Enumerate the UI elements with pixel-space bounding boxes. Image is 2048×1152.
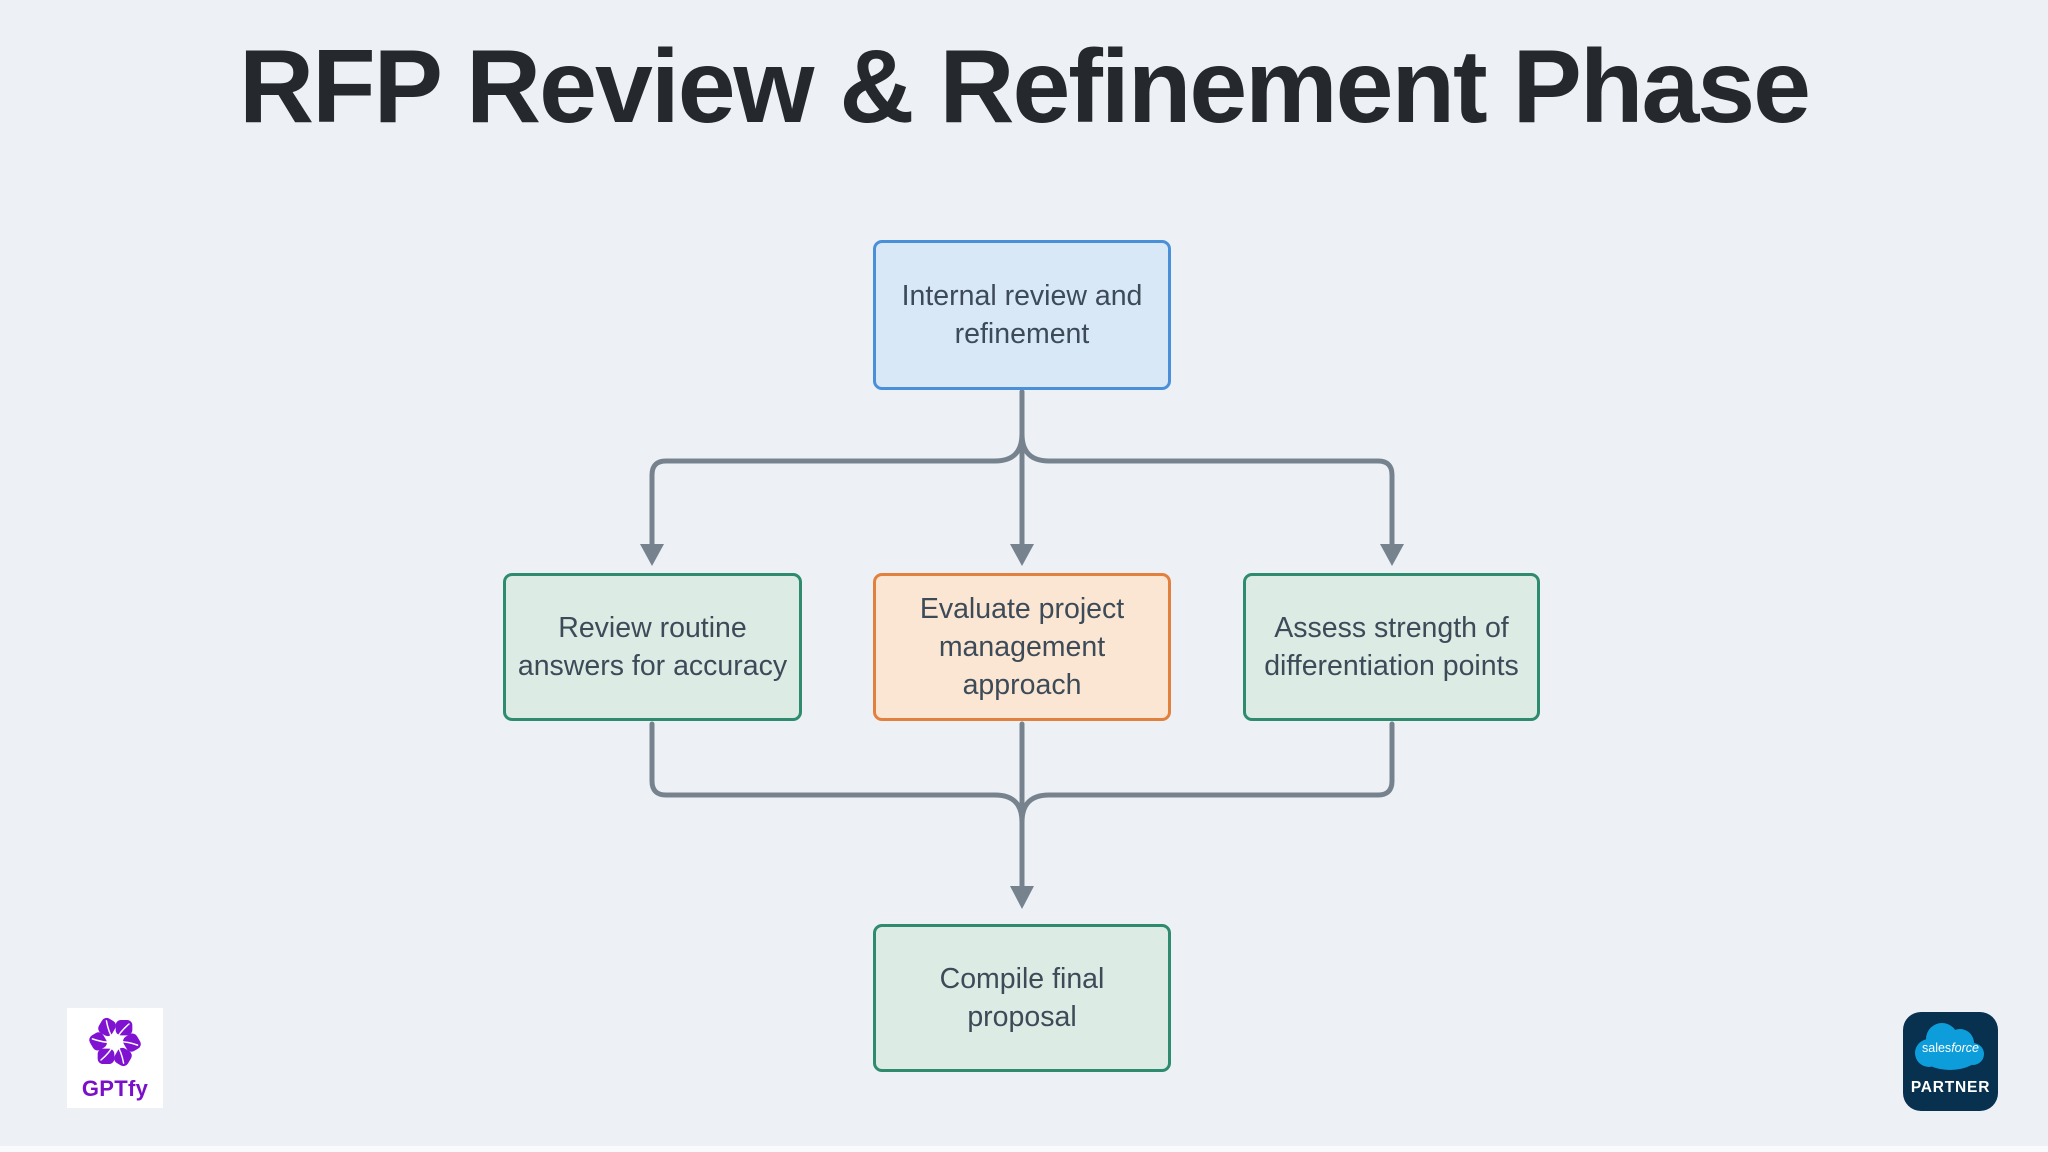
- node-internal-review-label: Internal review and refinement: [901, 280, 1143, 350]
- connector-top-to-right-branch: [1019, 389, 1395, 549]
- gptfy-pinwheel-icon: [87, 1014, 143, 1075]
- gptfy-wordmark: GPTfy: [81, 1076, 149, 1101]
- arrowhead-left-icon: [640, 544, 664, 566]
- partner-label: PARTNER: [1910, 1079, 1991, 1096]
- node-review-routine-answers: Review routine answers for accuracy: [503, 573, 802, 721]
- gptfy-logo: GPTfy: [67, 1008, 163, 1108]
- arrowhead-bottom-icon: [1010, 886, 1034, 909]
- page-title: RFP Review & Refinement Phase: [239, 29, 1811, 145]
- salesforce-cloud-icon: salesforce: [1912, 1021, 1990, 1077]
- connector-right-to-merge: [1019, 721, 1395, 825]
- connector-top-to-left-branch: [649, 389, 1025, 549]
- bottom-edge-strip: [0, 1146, 2048, 1152]
- salesforce-wordmark: salesforce: [1922, 1041, 1979, 1055]
- node-review-routine-answers-label: Review routine answers for accuracy: [517, 612, 788, 682]
- arrowhead-right-icon: [1380, 544, 1404, 566]
- node-internal-review: Internal review and refinement: [873, 240, 1171, 390]
- arrowhead-center-icon: [1010, 544, 1034, 566]
- node-compile-final-proposal-label: Compile final proposal: [939, 963, 1105, 1033]
- node-evaluate-project-management: Evaluate project management approach: [873, 573, 1171, 721]
- node-compile-final-proposal: Compile final proposal: [873, 924, 1171, 1072]
- node-assess-differentiation-label: Assess strength of differentiation point…: [1264, 612, 1519, 682]
- node-assess-differentiation: Assess strength of differentiation point…: [1243, 573, 1540, 721]
- node-evaluate-project-management-label: Evaluate project management approach: [919, 593, 1125, 701]
- connector-left-to-merge: [649, 721, 1025, 825]
- salesforce-partner-badge: salesforce PARTNER: [1903, 1012, 1998, 1111]
